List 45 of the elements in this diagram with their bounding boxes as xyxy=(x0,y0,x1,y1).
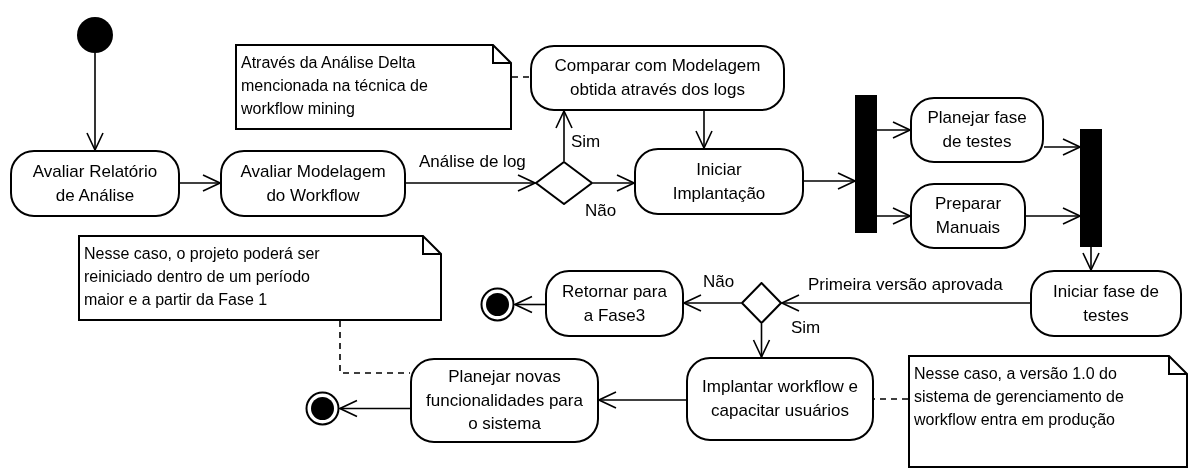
note-box xyxy=(908,355,1188,468)
arrow xyxy=(555,110,573,162)
action-box: Retornar para a Fase3 xyxy=(545,270,684,337)
arrow xyxy=(1043,138,1081,156)
action-box: Implantar workflow e capacitar usuários xyxy=(686,357,874,441)
arrow xyxy=(695,110,713,149)
note-box xyxy=(235,44,512,130)
action-box: Planejar fase de testes xyxy=(910,97,1044,163)
action-box: Iniciar Implantação xyxy=(634,148,804,215)
arrow xyxy=(803,172,856,190)
note-text: Através da Análise Delta mencionada na técnica de workflow mining xyxy=(241,53,429,120)
action-box: Planejar novas funcionalidades para o sistema xyxy=(410,358,599,443)
connector-line xyxy=(339,320,411,374)
synchronization-bar xyxy=(1080,129,1102,247)
arrow xyxy=(514,295,546,314)
arrow xyxy=(598,391,687,409)
arrow xyxy=(339,399,411,418)
arrow xyxy=(683,294,742,312)
note-box xyxy=(78,235,442,321)
decision-diamond xyxy=(741,282,782,324)
arrow xyxy=(179,174,221,192)
action-box: Avaliar Relatório de Análise xyxy=(10,150,180,217)
action-box: Comparar com Modelagem obtida através dos logs xyxy=(530,45,785,111)
edge-label: Análise de log xyxy=(418,152,527,173)
synchronization-bar xyxy=(855,95,877,233)
note-text: Nesse caso, a versão 1.0 do sistema de gerenciamento de workflow entra em produção xyxy=(914,364,1125,431)
action-box: Avaliar Modelagem do Workflow xyxy=(220,150,406,217)
decision-diamond xyxy=(535,161,593,205)
action-box: Preparar Manuais xyxy=(910,183,1026,249)
final-node xyxy=(480,287,515,322)
arrow xyxy=(1025,207,1081,225)
arrow xyxy=(781,294,1031,312)
connector-line xyxy=(511,76,531,78)
note-text: Nesse caso, o projeto poderá ser reiniciado dentro de um período maior e a partir da Fase 1 xyxy=(84,244,321,311)
arrow xyxy=(405,174,536,192)
action-box: Iniciar fase de testes xyxy=(1030,270,1182,337)
initial-node xyxy=(77,17,113,53)
final-node xyxy=(305,391,340,426)
arrow xyxy=(86,52,104,151)
arrow xyxy=(752,323,771,358)
arrow xyxy=(592,174,635,192)
edge-label: Primeira versão aprovada xyxy=(807,275,1004,296)
arrow xyxy=(1082,246,1100,271)
arrow xyxy=(876,207,911,225)
arrow xyxy=(876,121,911,139)
